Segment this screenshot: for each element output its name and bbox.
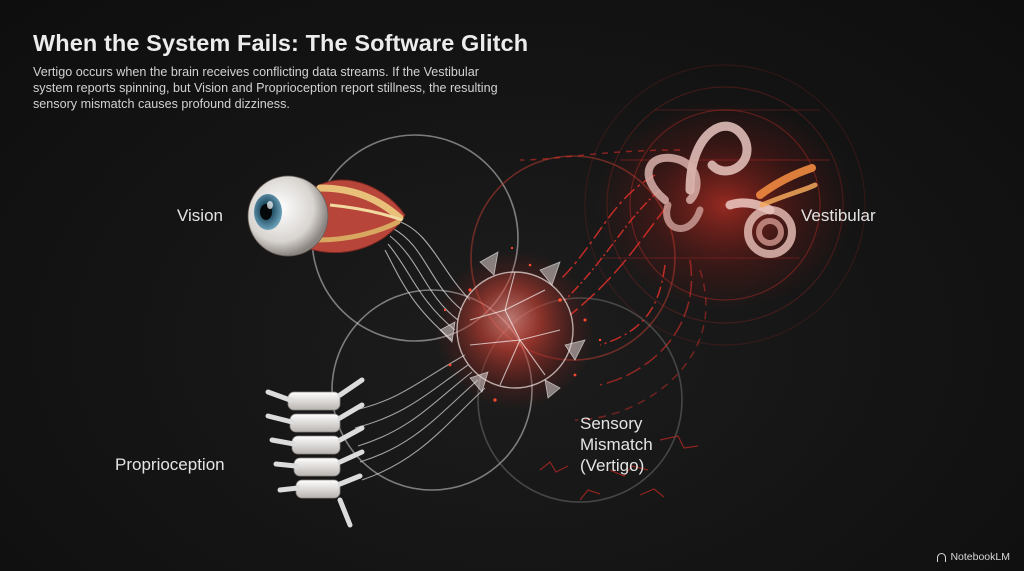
eye-icon: [247, 175, 406, 257]
vision-fibers: [384, 219, 471, 341]
shattered-sphere-icon: [439, 246, 602, 402]
inner-ear-icon: [644, 121, 818, 258]
vestibular-glow: [595, 100, 855, 310]
notebooklm-logo-icon: [937, 552, 947, 562]
vestibular-label: Vestibular: [801, 206, 876, 225]
mismatch-line-1: Sensory: [580, 414, 643, 433]
mismatch-line-2: Mismatch: [580, 435, 653, 454]
sensory-mismatch-label: Sensory Mismatch (Vertigo): [580, 413, 690, 476]
glitch-ripples: [584, 64, 866, 346]
brand-name: NotebookLM: [950, 551, 1010, 563]
proprioception-fibers: [354, 354, 486, 481]
slide-title: When the System Fails: The Software Glit…: [33, 30, 529, 56]
proprioception-label: Proprioception: [115, 455, 225, 474]
glitch-cracks: [539, 435, 699, 501]
spine-icon: [265, 377, 365, 528]
mismatch-line-3: (Vertigo): [580, 456, 645, 475]
notebooklm-watermark: NotebookLM: [937, 551, 1010, 563]
slide-description: Vertigo occurs when the brain receives c…: [33, 65, 498, 112]
vision-label: Vision: [177, 206, 223, 225]
vestibular-fibers: [519, 149, 707, 421]
